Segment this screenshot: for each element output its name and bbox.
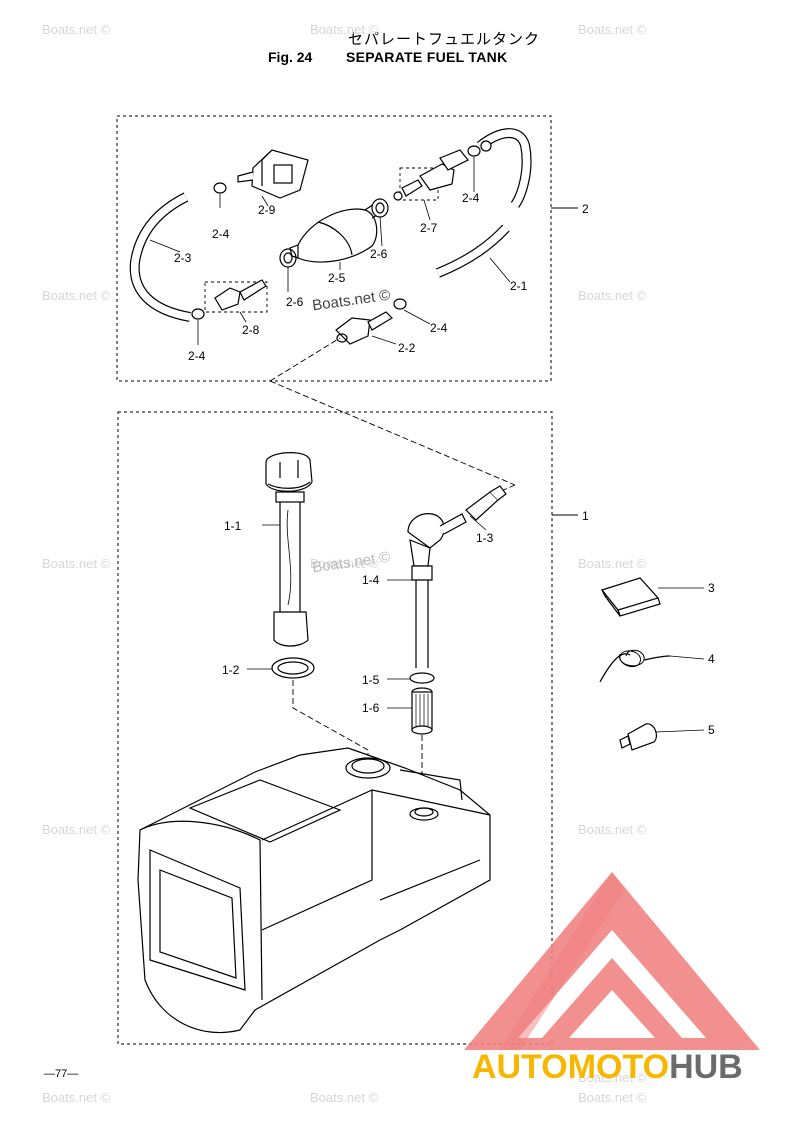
callout-2-4: 2-4: [430, 321, 448, 335]
watermark: Boats.net ©: [42, 556, 111, 571]
connection-link: [269, 380, 516, 486]
fitting-2-8: [204, 279, 268, 313]
fuel-tank: [137, 747, 491, 1034]
watermark: Boats.net ©: [310, 22, 379, 37]
callout-2-9: 2-9: [258, 203, 276, 217]
watermark: Boats.net ©: [42, 22, 111, 37]
callout-2-5: 2-5: [328, 271, 346, 285]
callout-1-6: 1-6: [362, 701, 380, 715]
clamp-2-4: [467, 145, 481, 157]
callout-2-8: 2-8: [242, 323, 260, 337]
watermark: Boats.net ©: [310, 556, 379, 571]
clamp-2-4: [191, 308, 205, 320]
callout-3: 3: [708, 581, 715, 595]
callout-1-4: 1-4: [362, 573, 380, 587]
page-number: —77—: [44, 1068, 79, 1080]
callout-1: 1: [582, 509, 589, 523]
callout-1-5: 1-5: [362, 673, 380, 687]
filter-1-6: [411, 687, 433, 735]
pickup-tube-1-4: [407, 513, 467, 668]
watermark: Boats.net ©: [310, 1090, 379, 1105]
watermark: Boats.net ©: [42, 1090, 111, 1105]
o-ring-1-2: [271, 657, 315, 679]
watermark: Boats.net ©: [578, 288, 647, 303]
callout-2-4: 2-4: [462, 191, 480, 205]
clamp-2-4: [213, 182, 227, 194]
sleeve-2-6: [279, 248, 297, 268]
callout-1-1: 1-1: [224, 519, 242, 533]
group-1-dashed-frame: [117, 411, 553, 1045]
fuel-gauge-1-1: [265, 452, 313, 647]
callout-2-6: 2-6: [286, 295, 304, 309]
callout-4: 4: [708, 652, 715, 666]
watermark: Boats.net ©: [578, 1070, 647, 1085]
watermark: Boats.net ©: [578, 1090, 647, 1105]
brand-wordmark: AUTOMOTOHUB: [472, 1048, 743, 1087]
brand-wordmark-part2: HUB: [669, 1048, 743, 1086]
accessory-3-pad: [600, 577, 704, 617]
fitting-2-7: [393, 149, 469, 201]
callout-2-4: 2-4: [212, 227, 230, 241]
brand-logo-icon: [464, 872, 760, 1050]
watermark: Boats.net ©: [42, 822, 111, 837]
callout-2-7: 2-7: [420, 221, 438, 235]
watermark: Boats.net ©: [42, 288, 111, 303]
watermark: Boats.net ©: [578, 822, 647, 837]
clamp-2-4: [393, 298, 407, 310]
callout-2-2: 2-2: [398, 341, 416, 355]
connector-2-9: [237, 149, 309, 199]
callout-2-4: 2-4: [188, 349, 206, 363]
callout-5: 5: [708, 723, 715, 737]
callout-1-2: 1-2: [222, 663, 240, 677]
sleeve-2-6: [371, 198, 389, 218]
figure-title: SEPARATE FUEL TANK: [346, 49, 508, 65]
group-2-dashed-frame: [116, 115, 552, 382]
callout-1-3: 1-3: [476, 531, 494, 545]
watermark: Boats.net ©: [578, 556, 647, 571]
accessory-4-lanyard: [599, 649, 705, 683]
watermark: Boats.net ©: [578, 22, 647, 37]
o-ring-1-5: [409, 672, 435, 684]
figure-number: Fig. 24: [268, 49, 313, 65]
accessory-5-fitting: [619, 723, 705, 751]
callout-2-3: 2-3: [174, 251, 192, 265]
callout-2-1: 2-1: [510, 279, 528, 293]
callout-2: 2: [582, 202, 589, 216]
brand-wordmark-part1: AUTOMOTO: [472, 1048, 670, 1086]
connector-2-2: [335, 311, 393, 345]
title-japanese: セパレートフュエルタンク: [348, 30, 541, 48]
elbow-fitting-1-3: [465, 485, 507, 521]
callout-2-6: 2-6: [370, 247, 388, 261]
